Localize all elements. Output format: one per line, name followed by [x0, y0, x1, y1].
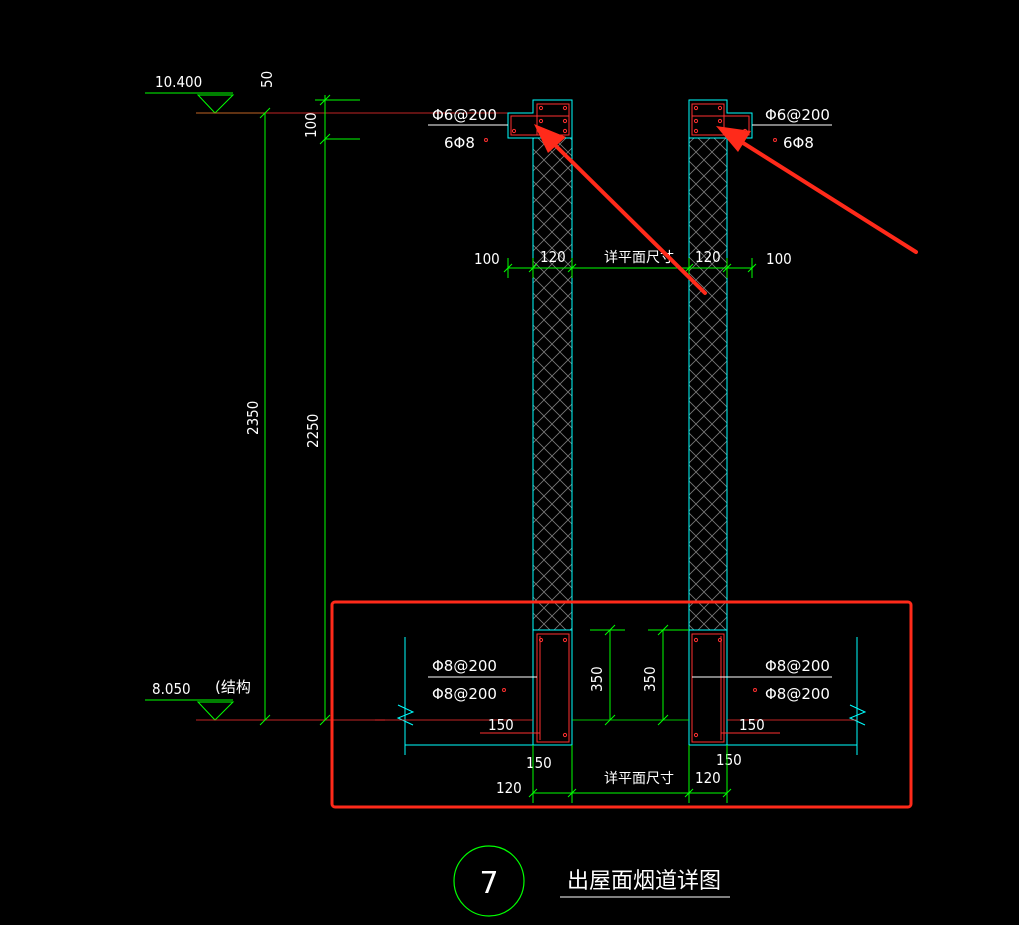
top-right-stirrup-label: Φ6@200	[765, 106, 830, 124]
base-slab-left	[375, 637, 572, 755]
annotation-arrow-right	[716, 126, 918, 254]
level-top-label: 10.400	[155, 73, 202, 91]
base-left-rebar-1: Φ8@200	[432, 657, 497, 675]
top-right-rebar-note	[752, 124, 832, 142]
dim-100-label: 100	[302, 112, 320, 138]
drawing-title: 7 出屋面烟道详图	[453, 845, 730, 917]
base-left-rebar-2: Φ8@200	[432, 685, 497, 703]
dim-wall-right-120: 120	[695, 248, 721, 266]
dim-2350	[259, 107, 271, 726]
dim-2250-label: 2250	[304, 414, 322, 448]
title-number: 7	[479, 866, 498, 901]
dim-see-plan-top: 详平面尺寸	[604, 250, 674, 266]
title-text: 出屋面烟道详图	[567, 869, 721, 894]
annotation-highlight-box	[330, 600, 913, 809]
dim-base-150-left-b: 150	[526, 754, 552, 772]
left-base-rebar	[480, 633, 570, 743]
base-right-rebar-1: Φ8@200	[765, 657, 830, 675]
top-right-main-label: 6Φ8	[783, 134, 814, 152]
base-right-rebar-note	[692, 676, 832, 692]
dim-left-100: 100	[474, 250, 500, 268]
level-top-offset: 50	[258, 71, 276, 88]
dim-350-left-label: 350	[588, 666, 606, 692]
dim-350-right-label: 350	[641, 666, 659, 692]
level-mark-bottom: 8.050 (结构	[145, 678, 251, 721]
right-flue-wall	[688, 137, 728, 745]
dim-top-widths	[503, 258, 757, 278]
right-base-rebar	[691, 633, 780, 743]
dim-2250	[319, 94, 331, 726]
dim-2350-label: 2350	[244, 401, 262, 435]
annotation-arrow-left	[534, 124, 707, 295]
dim-350-left	[590, 624, 625, 726]
base-right-rebar-2: Φ8@200	[765, 685, 830, 703]
dim-wall-left-120: 120	[540, 248, 566, 266]
title-number-circle	[453, 845, 525, 917]
dim-see-plan-bottom: 详平面尺寸	[604, 771, 674, 787]
dim-base-150-right-b: 150	[716, 751, 742, 769]
top-left-stirrup-label: Φ6@200	[432, 106, 497, 124]
level-bottom-label: 8.050	[152, 680, 191, 698]
base-left-rebar-note	[428, 676, 537, 692]
top-left-main-label: 6Φ8	[444, 134, 475, 152]
level-mark-top: 10.400 50	[145, 71, 276, 114]
level-bottom-note: (结构	[215, 678, 251, 696]
dim-bottom-120-right: 120	[695, 769, 721, 787]
dim-base-150-left-a: 150	[488, 716, 514, 734]
left-flue-wall	[532, 137, 573, 745]
dim-350-right	[648, 624, 689, 726]
dim-right-100: 100	[766, 250, 792, 268]
base-slab-right	[572, 637, 867, 755]
top-left-rebar-note	[428, 124, 508, 142]
dim-bottom-widths	[528, 745, 732, 803]
dim-bottom-120-left: 120	[496, 779, 522, 797]
dim-base-150-right-a: 150	[739, 716, 765, 734]
